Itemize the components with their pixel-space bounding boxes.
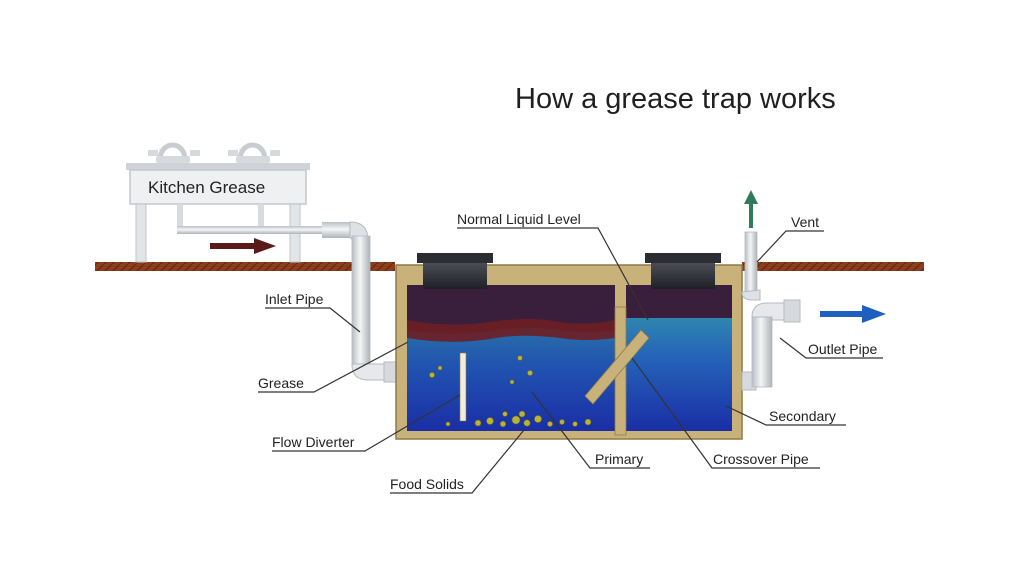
- grease-label: Grease: [258, 375, 304, 391]
- inlet-pipe: [322, 221, 397, 383]
- outlet-pipe-label: Outlet Pipe: [808, 341, 877, 357]
- primary-label: Primary: [595, 451, 643, 467]
- normal-liquid-level-label: Normal Liquid Level: [457, 211, 581, 227]
- kitchen-sink: [126, 142, 327, 263]
- faucet-icon: [228, 142, 280, 163]
- faucet-icon: [148, 142, 200, 163]
- flow-diverter-label: Flow Diverter: [272, 434, 355, 450]
- crossover-pipe: [584, 329, 650, 405]
- diagram-title: How a grease trap works: [515, 83, 836, 115]
- food-solids-label: Food Solids: [390, 476, 464, 492]
- inflow-arrow-icon: [210, 238, 276, 254]
- access-lid: [417, 253, 493, 289]
- crossover-pipe-label: Crossover Pipe: [713, 451, 809, 467]
- vent-pipe: [741, 231, 761, 301]
- vent-label: Vent: [791, 214, 819, 230]
- inlet-pipe-label: Inlet Pipe: [265, 291, 324, 307]
- outlet-pipe: [741, 299, 801, 391]
- vent-arrow-icon: [744, 190, 758, 228]
- outflow-arrow-icon: [820, 305, 886, 323]
- kitchen-grease-label: Kitchen Grease: [148, 178, 265, 197]
- food-solids-particles: [429, 355, 592, 428]
- flow-diverter: [459, 352, 467, 422]
- grease-trap-tank: [395, 253, 743, 440]
- label-leaders: [258, 227, 883, 494]
- secondary-label: Secondary: [769, 408, 836, 424]
- access-lid: [645, 253, 721, 289]
- ground-surface: [95, 262, 924, 271]
- grease-layer: [407, 285, 615, 334]
